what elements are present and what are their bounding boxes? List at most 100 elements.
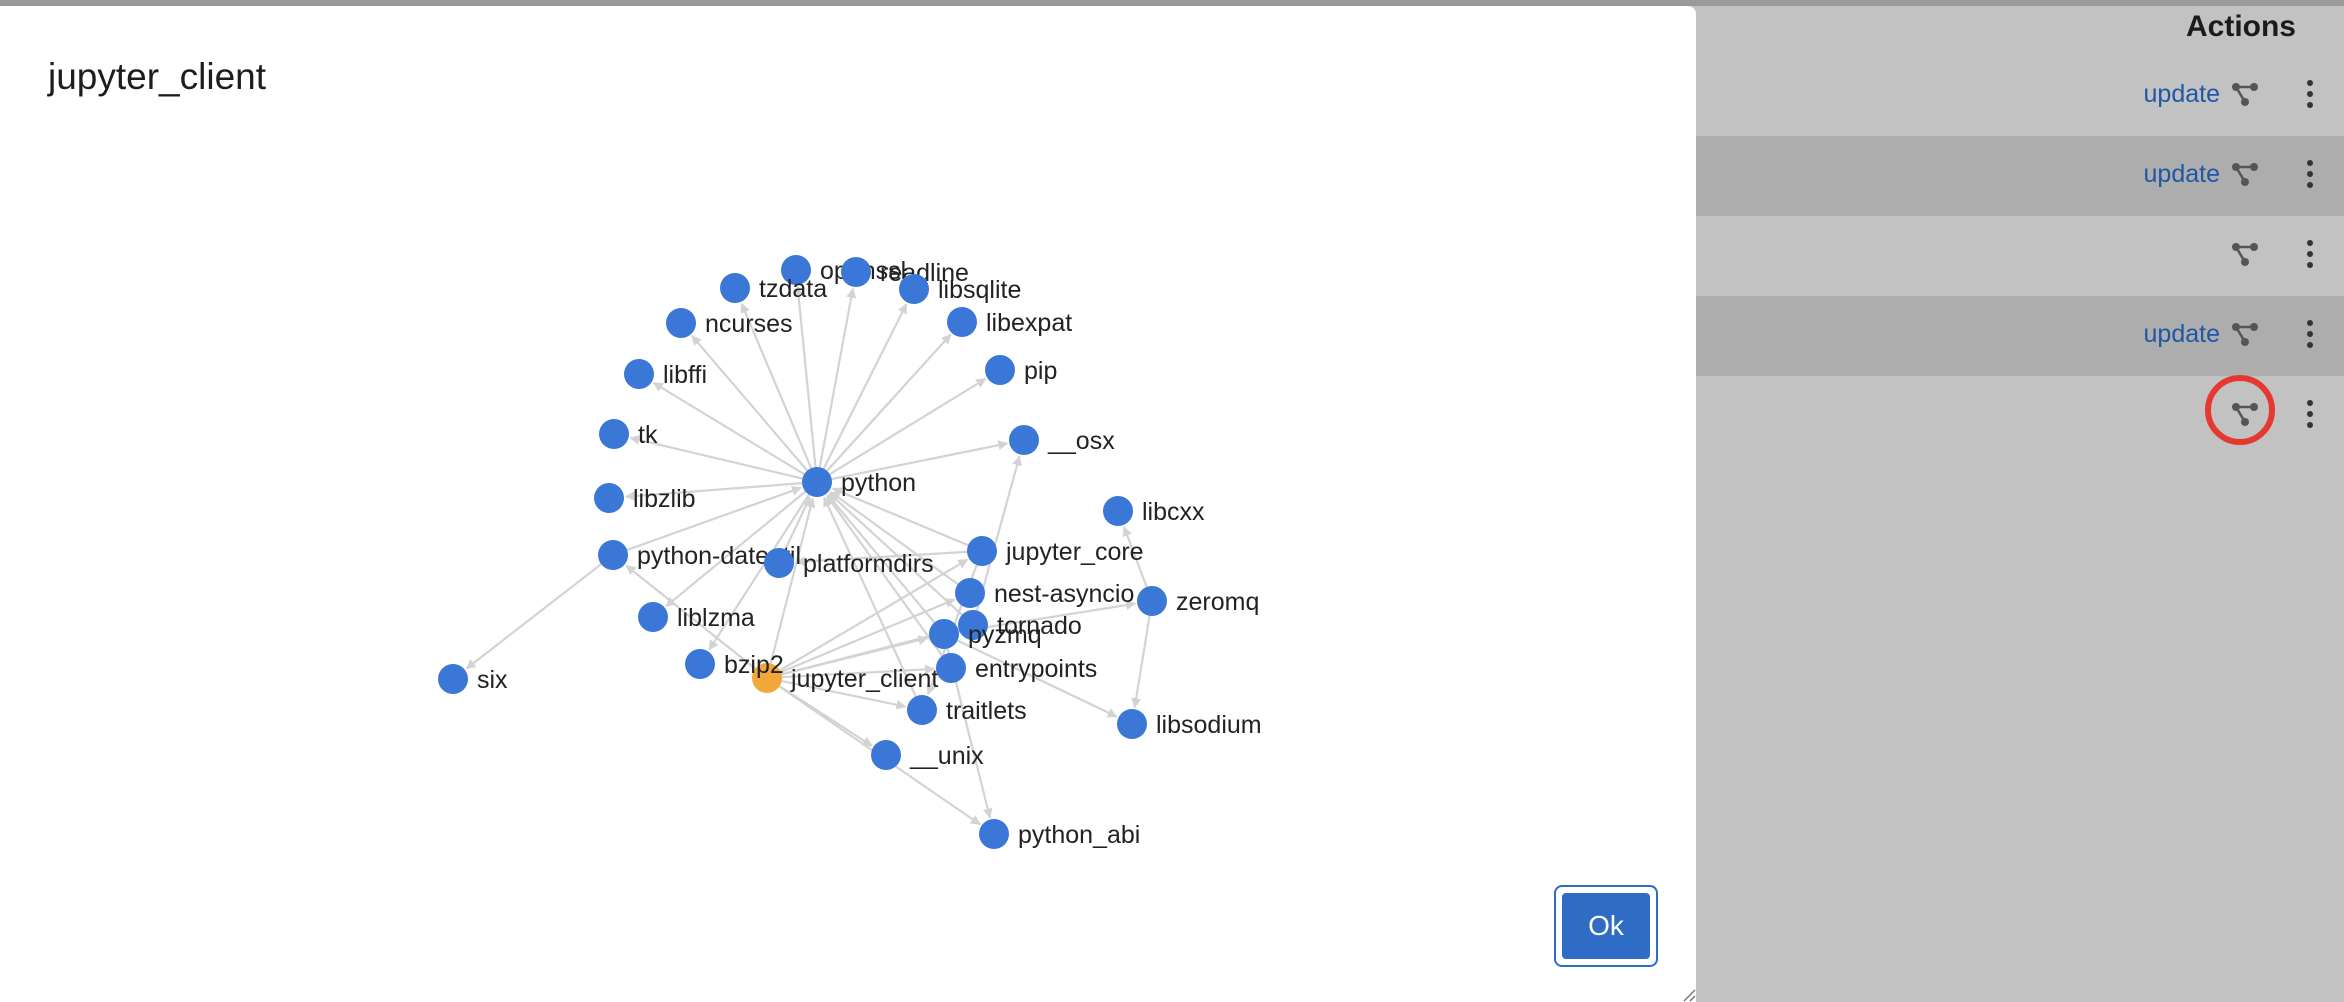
graph-node-dot[interactable] [907,695,937,725]
graph-node[interactable]: libsodium [1117,709,1262,739]
graph-node-dot[interactable] [599,419,629,449]
graph-node-dot[interactable] [1137,586,1167,616]
graph-edge [957,639,1118,718]
graph-node-dot[interactable] [929,619,959,649]
graph-edge [780,598,956,674]
graph-node-dot[interactable] [438,664,468,694]
graph-node-dot[interactable] [841,257,871,287]
more-actions-icon[interactable] [2304,318,2316,350]
graph-node-dot[interactable] [752,663,782,693]
graph-node[interactable]: tk [599,419,658,449]
dependency-graph[interactable]: jupyter_clientpythonopensslreadlinetzdat… [0,6,1696,1002]
graph-edge [826,494,944,657]
actions-header: Actions [2185,10,2296,43]
graph-node-dot[interactable] [899,274,929,304]
graph-edge [828,492,963,616]
graph-edge [740,302,813,469]
graph-node-dot[interactable] [1117,709,1147,739]
graph-node-dot[interactable] [955,578,985,608]
graph-edge [626,486,802,551]
graph-edge [826,333,952,472]
graph-node[interactable]: pip [985,355,1057,385]
graph-edge [781,679,907,710]
graph-node[interactable]: jupyter_client [752,663,938,693]
graph-node-dot[interactable] [624,359,654,389]
graph-node-dot[interactable] [1009,425,1039,455]
graph-node-dot[interactable] [764,548,794,578]
package-row: update [1696,136,2344,216]
graph-edge [665,490,807,608]
graph-node-label: jupyter_core [1005,538,1144,566]
graph-node-label: ncurses [705,310,793,338]
graph-node[interactable]: six [438,664,508,694]
resize-grip-icon[interactable] [1678,984,1696,1002]
graph-node-dot[interactable] [936,653,966,683]
graph-node-dot[interactable] [598,540,628,570]
graph-node[interactable]: tzdata [720,273,827,303]
graph-node[interactable]: entrypoints [936,653,1097,683]
update-link[interactable]: update [2143,160,2220,188]
graph-node-label: __unix [909,742,984,770]
graph-node-label: bzip2 [724,651,784,679]
graph-node-label: libzlib [633,485,696,513]
graph-node-dot[interactable] [802,467,832,497]
graph-node-label: libsodium [1156,711,1262,739]
graph-node-dot[interactable] [958,610,988,640]
update-link[interactable]: update [2143,80,2220,108]
ok-button[interactable]: Ok [1562,893,1650,959]
graph-node[interactable]: jupyter_core [967,536,1144,566]
graph-node-dot[interactable] [720,273,750,303]
graph-node[interactable]: __unix [871,740,984,770]
dependency-graph-icon[interactable] [2230,160,2260,190]
graph-node[interactable]: liblzma [638,602,755,632]
graph-node-dot[interactable] [781,255,811,285]
dependency-graph-modal: jupyter_client jupyter_clientpythonopens… [0,6,1696,1002]
dependency-graph-icon[interactable] [2230,320,2260,350]
more-actions-icon[interactable] [2304,398,2316,430]
graph-node[interactable]: libcxx [1103,496,1205,526]
graph-node[interactable]: __osx [1009,425,1115,455]
graph-node-dot[interactable] [871,740,901,770]
graph-edge [831,440,1009,481]
graph-edge [624,482,803,501]
graph-node[interactable]: pyzmq [929,619,1042,649]
graph-node[interactable]: libexpat [947,307,1072,337]
graph-node[interactable]: python [802,467,916,497]
graph-node-dot[interactable] [1103,496,1133,526]
graph-node-label: nest-asyncio [994,580,1134,608]
graph-edge [781,664,936,679]
graph-edge [794,550,968,567]
graph-node[interactable]: ncurses [666,308,793,338]
graph-node-dot[interactable] [685,649,715,679]
graph-edge [827,494,936,624]
graph-node-dot[interactable] [594,483,624,513]
graph-node[interactable]: bzip2 [685,649,784,679]
highlight-ring [2205,375,2275,445]
graph-node-dot[interactable] [666,308,696,338]
graph-node[interactable]: zeromq [1137,586,1259,616]
graph-node-label: jupyter_client [790,665,938,693]
more-actions-icon[interactable] [2304,238,2316,270]
graph-node-dot[interactable] [985,355,1015,385]
dependency-graph-icon[interactable] [2230,240,2260,270]
graph-node[interactable]: tornado [958,610,1082,640]
graph-node-dot[interactable] [979,819,1009,849]
graph-node[interactable]: libffi [624,359,707,389]
graph-node-dot[interactable] [947,307,977,337]
graph-node-dot[interactable] [967,536,997,566]
graph-node[interactable]: nest-asyncio [955,578,1134,608]
graph-node-dot[interactable] [638,602,668,632]
graph-node[interactable]: libzlib [594,483,696,513]
graph-node[interactable]: traitlets [907,695,1027,725]
graph-node[interactable]: python_abi [979,819,1140,849]
graph-edge [823,496,917,697]
dependency-graph-icon[interactable] [2230,80,2260,110]
graph-node[interactable]: platformdirs [764,548,934,578]
modal-title: jupyter_client [48,56,267,97]
more-actions-icon[interactable] [2304,158,2316,190]
graph-node-label: tk [638,421,658,449]
update-link[interactable]: update [2143,320,2220,348]
graph-node[interactable]: libsqlite [899,274,1021,304]
more-actions-icon[interactable] [2304,78,2316,110]
graph-node-label: zeromq [1176,588,1259,616]
